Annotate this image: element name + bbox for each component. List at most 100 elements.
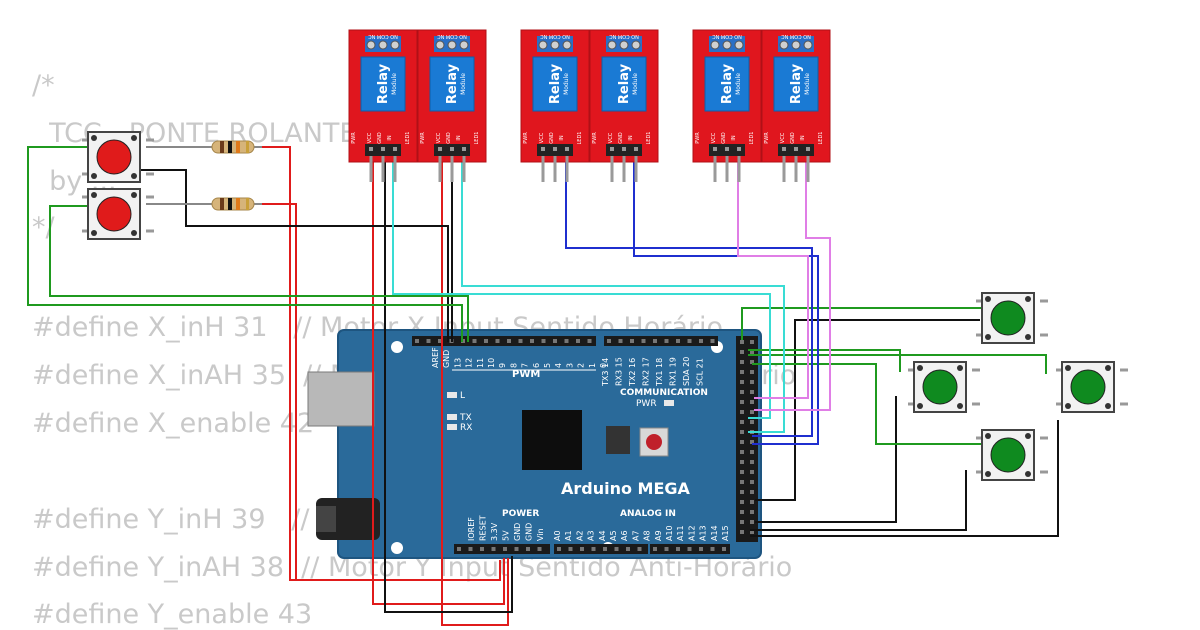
push-button-red[interactable]: [82, 188, 154, 240]
wire-green: [27, 146, 463, 342]
analog-label: ANALOG IN: [620, 509, 676, 519]
pin-label: 3: [565, 363, 574, 368]
pin-label: A3: [587, 530, 596, 541]
pin-label: A4: [598, 530, 607, 541]
resistor: [146, 140, 262, 154]
code-line: */: [32, 212, 55, 243]
relay-pin-label: IN: [800, 135, 806, 140]
relay-pin-label: LED1: [818, 132, 824, 145]
relay-pin-label: VCC: [608, 132, 614, 143]
analog-header-a: [554, 544, 648, 554]
wire-black: [750, 470, 967, 531]
pin-label: A5: [609, 530, 618, 541]
push-button-green[interactable]: [908, 361, 980, 413]
wire-cyan: [392, 160, 771, 419]
relay-subtitle: Module: [804, 73, 811, 95]
led-tx: [447, 414, 457, 420]
power-header: [454, 544, 550, 554]
pin-label: A9: [654, 530, 663, 541]
relay-pin-label: LED1: [646, 132, 652, 145]
relay-pin-label: VCC: [711, 132, 717, 143]
relay-pin-label: VCC: [436, 132, 442, 143]
relay-title: Relay: [376, 63, 391, 104]
relay-pin-label: PWR: [351, 132, 357, 144]
pin-label: TX1 18: [655, 358, 664, 387]
pin-label: 2: [577, 363, 586, 368]
code-line: /*: [32, 70, 55, 101]
relay-pin-label: PWR: [695, 132, 701, 144]
push-button-red[interactable]: [82, 131, 154, 183]
relay-pin-label: LED1: [474, 132, 480, 145]
pin-label: 12: [465, 358, 474, 368]
pin-label: 5V: [502, 530, 511, 541]
pin-label: A1: [564, 530, 573, 541]
led-rx-label: RX: [460, 423, 472, 433]
relay-title: Relay: [720, 63, 735, 104]
relay-pin-label: PWR: [592, 132, 598, 144]
code-line: #define Y_enable 43: [32, 599, 313, 630]
pin-label: TX2 16: [628, 358, 637, 387]
wire-green: [49, 205, 469, 342]
push-button-green[interactable]: [1056, 361, 1128, 413]
pin-label: SCL 21: [696, 358, 705, 386]
relay-pin-label: PWR: [420, 132, 426, 144]
pin-label: A8: [643, 530, 652, 541]
mounting-hole: [391, 341, 403, 353]
relay-pin-label: IN: [387, 135, 393, 140]
relay-pin-label: GND: [446, 132, 452, 144]
pin-label: A10: [665, 525, 674, 541]
pin-label: 7: [521, 363, 530, 368]
pin-label: RESET: [479, 515, 488, 541]
wire-violet: [754, 160, 831, 411]
board-title: Arduino MEGA: [561, 479, 691, 498]
relay-terminal-label: NO COM NC: [712, 33, 742, 39]
wire-cyan: [461, 160, 785, 433]
pin-label: 13: [453, 358, 462, 368]
led-l-label: L: [460, 391, 465, 401]
relay-pin-label: LED1: [577, 132, 583, 145]
wire-red: [441, 160, 509, 626]
relay-pin-label: GND: [790, 132, 796, 144]
relay-terminal-label: NO COM NC: [540, 33, 570, 39]
resistor: [146, 197, 262, 211]
pin-label: A7: [631, 530, 640, 541]
icsp-header: [606, 426, 630, 454]
power-label: POWER: [502, 509, 539, 519]
push-button-green[interactable]: [976, 292, 1048, 344]
pin-label: Vin: [536, 528, 545, 541]
relay-terminal-label: NO COM NC: [609, 33, 639, 39]
relay-pin-label: IN: [731, 135, 737, 140]
relay-subtitle: Module: [391, 73, 398, 95]
wire-black: [138, 169, 449, 342]
relay-terminal-label: NO COM NC: [368, 33, 398, 39]
wire-green: [741, 307, 982, 340]
wire-blue: [633, 160, 819, 445]
relay-terminal-label: NO COM NC: [781, 33, 811, 39]
pin-label: SDA 20: [682, 357, 691, 386]
wire-green: [748, 349, 901, 372]
relay-subtitle: Module: [460, 73, 467, 95]
pin-label: 0: [599, 363, 608, 368]
pin-label: GND: [525, 523, 534, 541]
push-button-green[interactable]: [976, 429, 1048, 481]
communication-label: COMMUNICATION: [620, 388, 708, 398]
relay-title: Relay: [789, 63, 804, 104]
pin-label: A12: [687, 525, 696, 541]
pin-label: 4: [554, 363, 563, 368]
relay-pin-label: GND: [721, 132, 727, 144]
pin-label: 5: [543, 363, 552, 368]
wire-green: [752, 363, 982, 445]
pin-label: GND: [513, 523, 522, 541]
wire-green: [748, 354, 1047, 374]
pin-label: A14: [710, 525, 719, 541]
relay-pin-label: PWR: [523, 132, 529, 144]
pwm-label: PWM: [512, 369, 540, 380]
mounting-hole: [391, 542, 403, 554]
led-tx-label: TX: [459, 413, 472, 423]
